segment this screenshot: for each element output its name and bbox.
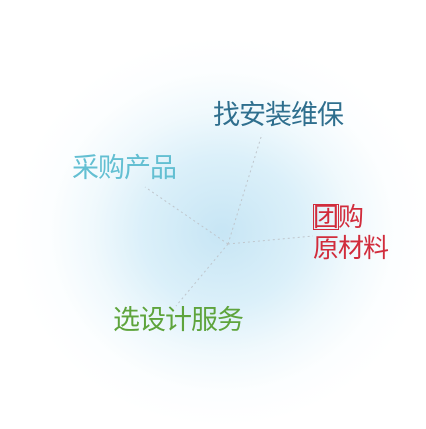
node-purchase-products[interactable]: 采购产品 [72, 153, 177, 184]
connector-to-buy [144, 186, 229, 245]
connector-to-repair [227, 133, 263, 245]
connector-to-design [175, 243, 229, 307]
connector-to-group [227, 235, 314, 245]
highlight-box [313, 204, 339, 230]
group-buy-line1: 团购 [313, 203, 364, 233]
group-buy-line2: 原材料 [313, 234, 389, 264]
node-design-service[interactable]: 选设计服务 [113, 305, 244, 336]
node-group-buy-materials[interactable]: 团购 原材料 [313, 203, 389, 265]
node-install-maintenance[interactable]: 找安装维保 [213, 100, 344, 131]
